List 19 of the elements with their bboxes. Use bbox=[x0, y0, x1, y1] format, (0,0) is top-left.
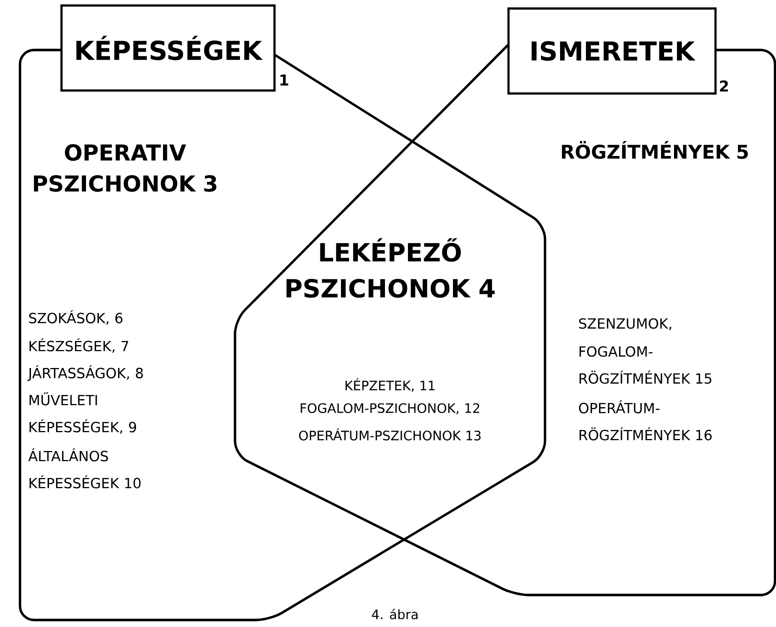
list-item: FOGALOM-PSZICHONOK, 12 bbox=[300, 403, 480, 414]
region-heading: LEKÉPEZŐ PSZICHONOK 4 bbox=[286, 238, 495, 298]
list-item: FOGALOM- RÖGZÍTMÉNYEK 15 bbox=[580, 346, 712, 384]
list-item: SZENZUMOK, bbox=[579, 318, 672, 330]
list-item: OPERÁTUM-PSZICHONOK 13 bbox=[299, 428, 481, 440]
list-item: SZOKÁSOK, 6 bbox=[29, 310, 122, 325]
list-item: JÁRTASSÁGOK, 8 bbox=[27, 365, 143, 381]
callout-number: 2 bbox=[720, 80, 728, 92]
list-item: KÉSZSÉGEK, 7 bbox=[30, 338, 128, 353]
title-box: ISMERETEK bbox=[507, 7, 717, 95]
title-box: KÉPESSÉGEK bbox=[60, 4, 276, 92]
list-item: OPERÁTUM- RÖGZÍTMÉNYEK 16 bbox=[579, 400, 712, 440]
callout-number: 1 bbox=[280, 74, 288, 86]
list-item: ÁLTALÁNOS KÉPESSÉGEK 10 bbox=[28, 448, 141, 488]
list-item: KÉPZETEK, 11 bbox=[346, 378, 434, 392]
region-heading: RÖGZÍTMÉNYEK 5 bbox=[562, 141, 748, 159]
figure-caption: 4. ábra bbox=[372, 608, 418, 620]
list-item: MŰVELETI KÉPESSÉGEK, 9 bbox=[30, 392, 136, 434]
region-heading: OPERATIV PSZICHONOK 3 bbox=[34, 144, 216, 192]
